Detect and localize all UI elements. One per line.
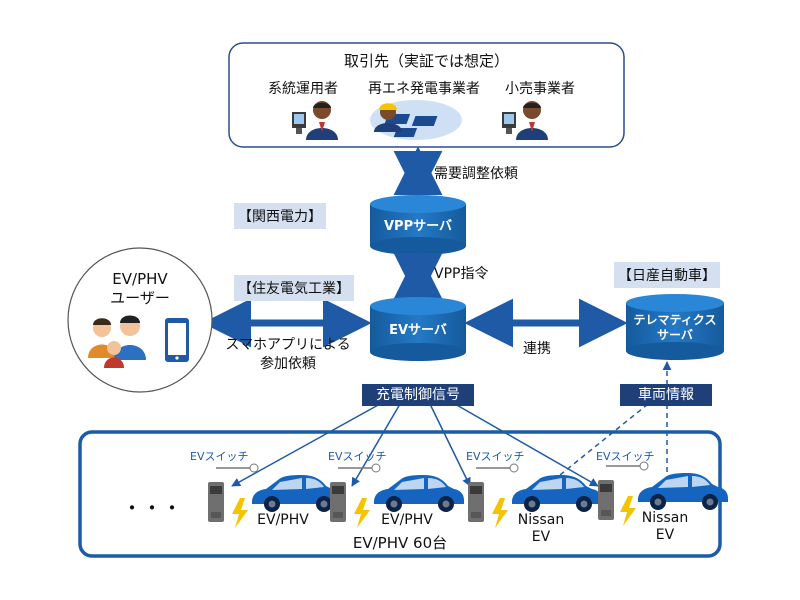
family-icon	[88, 315, 146, 368]
vehicle-label-1-line1: EV/PHV	[257, 512, 309, 528]
linkage-label: 連携	[523, 341, 551, 357]
partner-label-grid-operator: 系統運用者	[268, 81, 338, 97]
partner-box-title: 取引先（実証では想定）	[343, 52, 509, 70]
company-label-kansai: 【関西電力】	[234, 203, 326, 229]
ev-switch-label-1: EVスイッチ	[190, 450, 249, 463]
app-request-label-line1: スマホアプリによる	[225, 337, 351, 353]
vehicle-label-4-line2: EV	[655, 527, 675, 543]
vpp-command-label: VPP指令	[434, 266, 489, 282]
ev-switch-label-2: EVスイッチ	[328, 450, 387, 463]
fleet-total-label: EV/PHV 60台	[352, 534, 448, 552]
telematics-server-cylinder	[626, 294, 724, 360]
demand-request-label: 需要調整依頼	[434, 166, 518, 182]
charge-control-lines	[231, 403, 599, 487]
solar-plant-worker-icon	[370, 100, 462, 140]
app-request-label-line2: 参加依頼	[260, 356, 316, 372]
vehicle-label-3-line2: EV	[531, 529, 551, 545]
vehicle-label-2-line1: EV/PHV	[381, 512, 433, 528]
ev-server-cylinder	[370, 297, 466, 361]
charge-control-signal-label: 充電制御信号	[362, 384, 474, 406]
telematics-server-label-line1: テレマティクス	[633, 313, 717, 327]
vehicle-label-3: Nissan EV	[506, 512, 576, 546]
vehicle-label-3-line1: Nissan	[517, 512, 565, 528]
partner-label-retailer: 小売事業者	[505, 81, 575, 97]
smartphone-icon	[165, 318, 189, 362]
user-label-line1: EV/PHV	[112, 270, 168, 288]
telematics-server-label: テレマティクス サーバ	[626, 313, 724, 343]
ev-switch-label-4: EVスイッチ	[596, 450, 655, 463]
user-label-line2: ユーザー	[110, 289, 170, 307]
vehicle-label-4: Nissan EV	[630, 510, 700, 544]
vpp-server-label: VPPサーバ	[384, 219, 452, 234]
vehicle-label-4-line1: Nissan	[641, 510, 689, 526]
vehicle-label-2: EV/PHV	[372, 512, 442, 529]
user-label: EV/PHV ユーザー	[68, 270, 212, 308]
partner-label-renewable-generator: 再エネ発電事業者	[368, 81, 480, 97]
ev-switch-label-3: EVスイッチ	[466, 450, 525, 463]
vehicle-info-label: 車両情報	[620, 384, 712, 406]
vehicle-info-lines	[559, 361, 672, 476]
telematics-server-label-line2: サーバ	[657, 328, 693, 342]
company-label-sumitomo: 【住友電気工業】	[234, 275, 354, 301]
app-request-label: スマホアプリによる 参加依頼	[218, 336, 358, 374]
more-vehicles-ellipsis: ・・・	[122, 496, 182, 520]
company-label-nissan: 【日産自動車】	[614, 262, 720, 288]
vehicle-label-1: EV/PHV	[248, 512, 318, 529]
ev-server-label: EVサーバ	[389, 323, 447, 338]
